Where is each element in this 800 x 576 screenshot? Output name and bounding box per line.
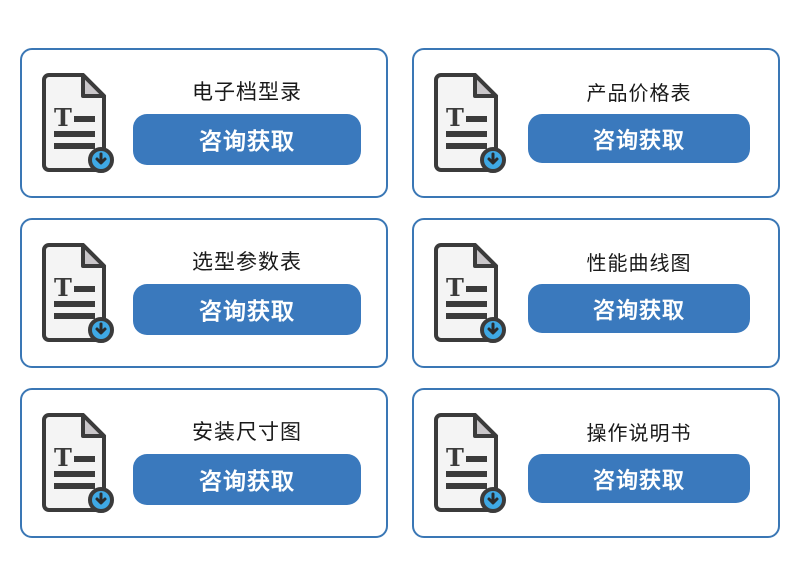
card-body: 产品价格表 咨询获取 [512, 71, 766, 175]
card-title: 性能曲线图 [586, 251, 692, 275]
svg-text:T: T [54, 273, 72, 302]
card-body: 性能曲线图 咨询获取 [512, 241, 766, 345]
consult-get-button[interactable]: 咨询获取 [528, 114, 750, 163]
consult-get-button[interactable]: 咨询获取 [528, 454, 750, 503]
document-download-icon: T [430, 71, 506, 175]
svg-text:T: T [446, 273, 464, 302]
card-body: 选型参数表 咨询获取 [120, 241, 374, 345]
svg-text:T: T [54, 103, 72, 132]
consult-get-button[interactable]: 咨询获取 [133, 283, 361, 335]
consult-get-button[interactable]: 咨询获取 [528, 284, 750, 333]
document-card-electronic-catalog[interactable]: T 电子档型录 咨询获取 [20, 48, 388, 198]
card-title: 安装尺寸图 [192, 419, 302, 444]
consult-get-button[interactable]: 咨询获取 [133, 453, 361, 505]
svg-text:T: T [446, 103, 464, 132]
document-card-installation-dimension-drawing[interactable]: T 安装尺寸图 咨询获取 [20, 388, 388, 538]
card-title: 电子档型录 [192, 79, 302, 104]
document-card-operation-manual[interactable]: T 操作说明书 咨询获取 [412, 388, 780, 538]
document-download-icon: T [430, 241, 506, 345]
document-card-product-price-list[interactable]: T 产品价格表 咨询获取 [412, 48, 780, 198]
svg-text:T: T [54, 443, 72, 472]
document-download-icon: T [38, 241, 114, 345]
consult-get-button[interactable]: 咨询获取 [133, 113, 361, 165]
card-body: 操作说明书 咨询获取 [512, 411, 766, 515]
document-card-selection-parameter-table[interactable]: T 选型参数表 咨询获取 [20, 218, 388, 368]
svg-text:T: T [446, 443, 464, 472]
document-card-grid: T 电子档型录 咨询获取 T [20, 48, 780, 538]
document-download-icon: T [430, 411, 506, 515]
card-body: 电子档型录 咨询获取 [120, 71, 374, 175]
card-body: 安装尺寸图 咨询获取 [120, 411, 374, 515]
document-download-icon: T [38, 71, 114, 175]
document-download-icon: T [38, 411, 114, 515]
card-title: 产品价格表 [586, 81, 692, 105]
card-title: 选型参数表 [192, 249, 302, 274]
card-title: 操作说明书 [586, 421, 692, 445]
document-card-performance-curve-chart[interactable]: T 性能曲线图 咨询获取 [412, 218, 780, 368]
